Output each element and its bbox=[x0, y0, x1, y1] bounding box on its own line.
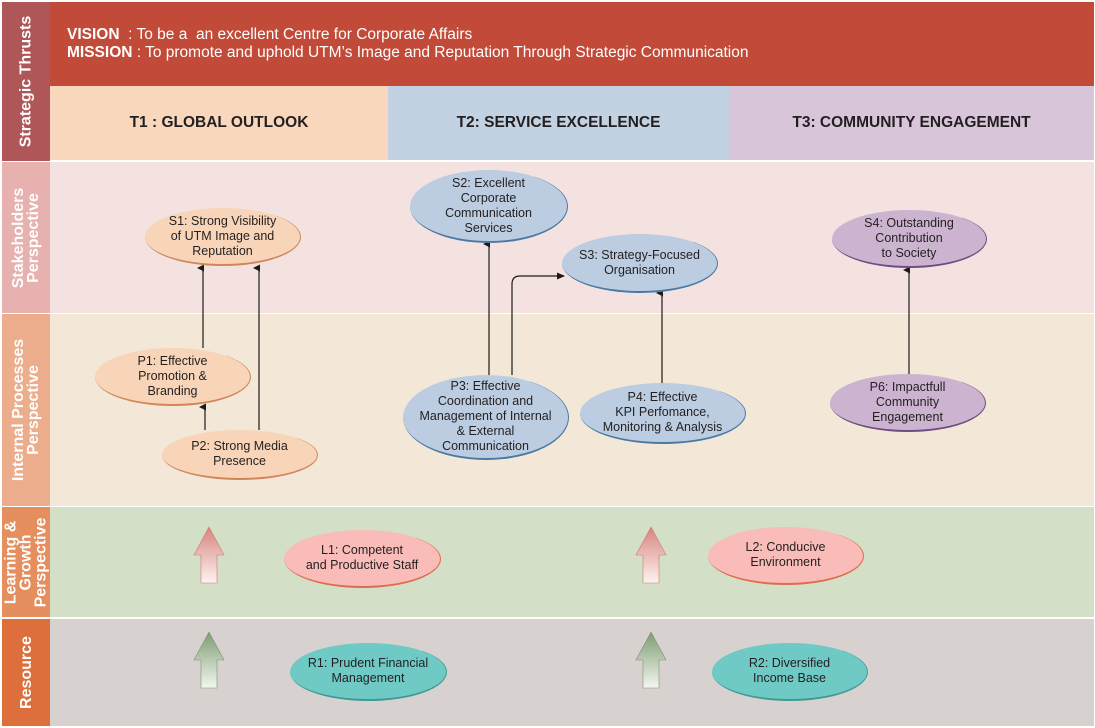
objective-l1: L1: Competent and Productive Staff bbox=[284, 530, 441, 588]
objective-r1: R1: Prudent Financial Management bbox=[290, 643, 447, 701]
objective-s2: S2: Excellent Corporate Communication Se… bbox=[410, 170, 568, 243]
resource-perspective-label: Resource bbox=[17, 636, 35, 709]
mission-text: : To promote and uphold UTM’s Image and … bbox=[132, 44, 749, 61]
vision-statement: VISION : To be a an excellent Centre for… bbox=[67, 26, 472, 44]
objective-p1: P1: Effective Promotion & Branding bbox=[95, 348, 251, 406]
objective-s1: S1: Strong Visibility of UTM Image and R… bbox=[145, 208, 301, 266]
resource-row bbox=[50, 619, 1094, 726]
theme-t1-global-outlook: T1 : GLOBAL OUTLOOK bbox=[50, 86, 388, 160]
objective-p4: P4: Effective KPI Perfomance, Monitoring… bbox=[580, 383, 746, 444]
objective-r2: R2: Diversified Income Base bbox=[712, 643, 868, 701]
mission-statement: MISSION : To promote and uphold UTM’s Im… bbox=[67, 44, 749, 62]
objective-p2: P2: Strong Media Presence bbox=[162, 430, 318, 480]
objective-s3: S3: Strategy-Focused Organisation bbox=[562, 234, 718, 293]
stakeholders-perspective-label: Stakeholders Perspective bbox=[10, 187, 43, 288]
strategic-thrusts-label: Strategic Thrusts bbox=[17, 15, 35, 148]
learning-growth-row bbox=[50, 507, 1094, 617]
theme-t3-community-engagement: T3: COMMUNITY ENGAGEMENT bbox=[729, 86, 1094, 160]
vision-text: : To be a an excellent Centre for Corpor… bbox=[119, 26, 473, 43]
perspective-label-strategic-thrusts: Strategic Thrusts bbox=[2, 2, 50, 161]
objective-p3: P3: Effective Coordination and Managemen… bbox=[403, 375, 569, 460]
theme-t2-service-excellence: T2: SERVICE EXCELLENCE bbox=[388, 86, 729, 160]
objective-l2: L2: Conducive Environment bbox=[708, 527, 864, 585]
perspective-label-learning-growth: Learning & Growth Perspective bbox=[2, 507, 50, 617]
objective-s4: S4: Outstanding Contribution to Society bbox=[832, 210, 987, 268]
vision-mission-banner: VISION : To be a an excellent Centre for… bbox=[50, 2, 1094, 86]
objective-p6: P6: Impactfull Community Engagement bbox=[830, 374, 986, 432]
perspective-label-stakeholders: Stakeholders Perspective bbox=[2, 162, 50, 313]
internal-processes-perspective-label: Internal Processes Perspective bbox=[10, 338, 43, 482]
learning-growth-perspective-label: Learning & Growth Perspective bbox=[2, 517, 50, 607]
vision-label: VISION bbox=[67, 26, 120, 43]
mission-label: MISSION bbox=[67, 44, 133, 61]
perspective-label-resource: Resource bbox=[2, 619, 50, 726]
perspective-label-internal-processes: Internal Processes Perspective bbox=[2, 314, 50, 506]
